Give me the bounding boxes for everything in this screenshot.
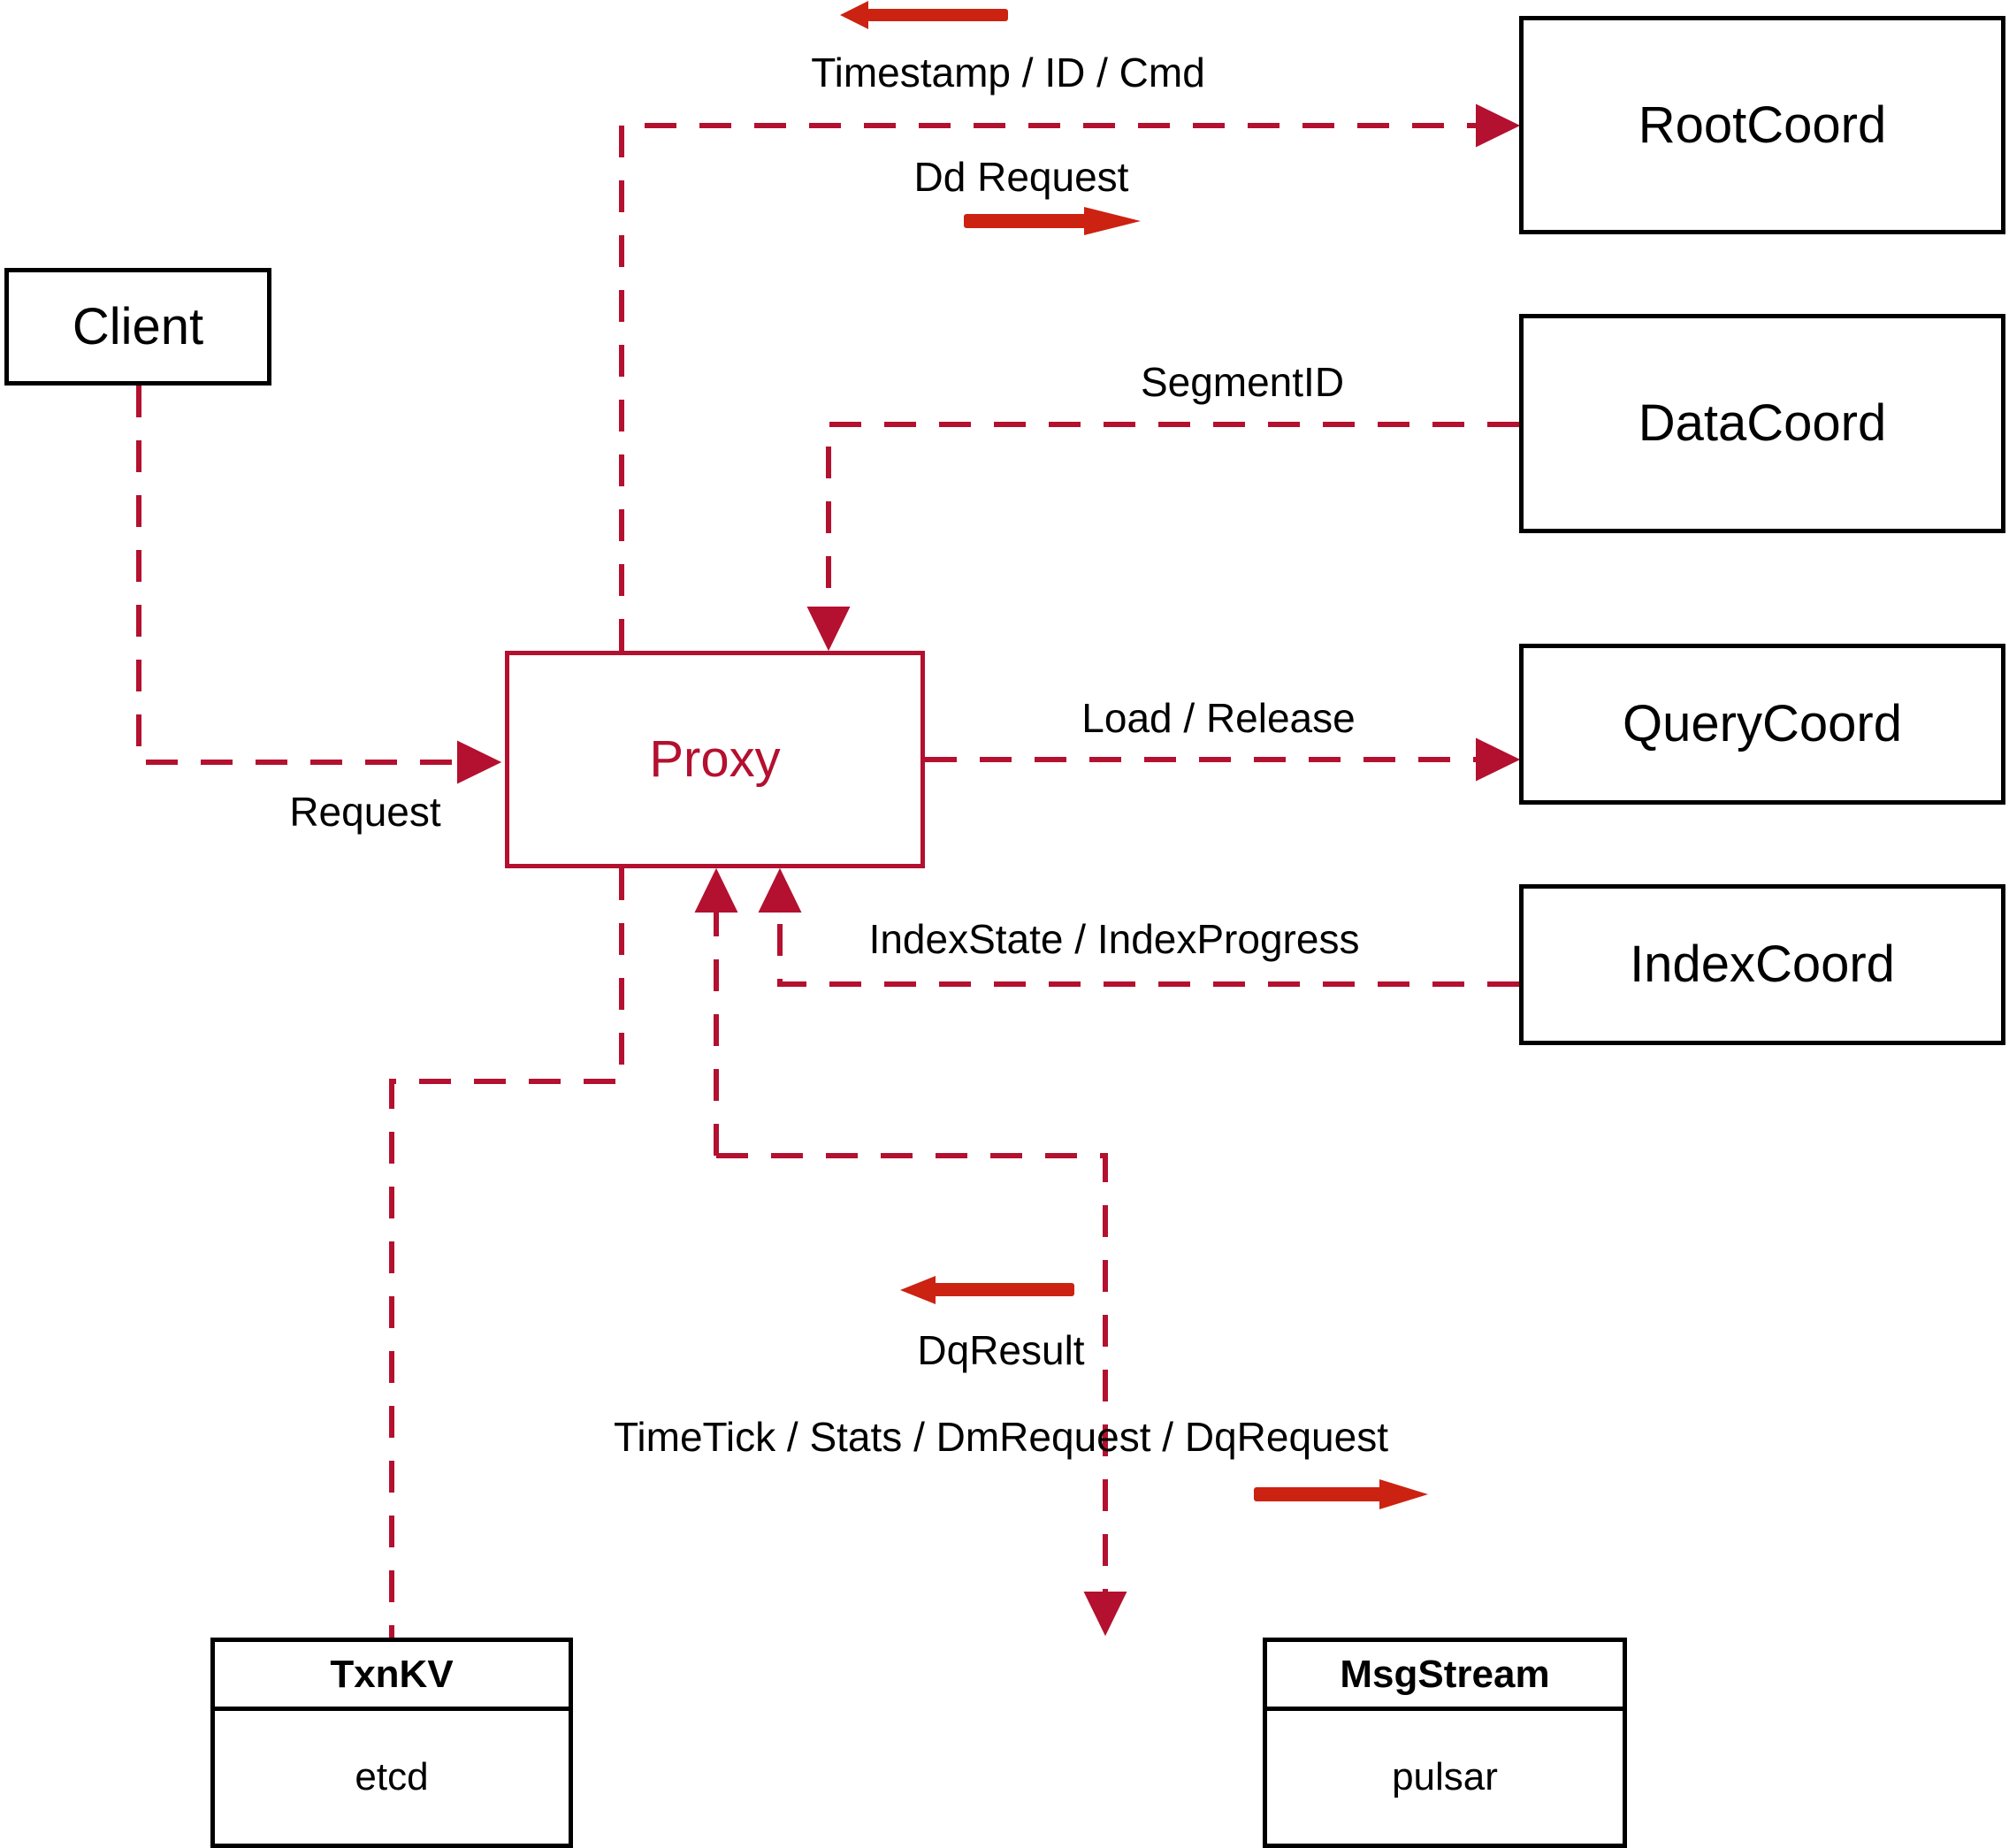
store-txnkv[interactable]: TxnKV etcd [210,1638,573,1848]
edge-timetick [716,1153,1127,1637]
edge-label-segment-id: SegmentID [1140,359,1345,405]
node-index-coord[interactable]: IndexCoord [1519,884,2005,1045]
node-index-coord-label: IndexCoord [1630,935,1895,993]
edge-label-dd-request: Dd Request [913,154,1129,200]
bold-arrow-right-timetick [1254,1479,1428,1509]
store-txnkv-header: TxnKV [215,1642,569,1711]
edge-label-timestamp: Timestamp / ID / Cmd [811,50,1205,95]
edge-label-load-release: Load / Release [1081,695,1356,741]
bold-arrow-right-ddrequest [964,207,1141,235]
bold-arrow-left-dqresult [900,1276,1074,1304]
emphasis-arrows [840,1,1428,1509]
node-data-coord[interactable]: DataCoord [1519,314,2005,533]
store-msgstream-header: MsgStream [1267,1642,1623,1711]
node-client[interactable]: Client [4,268,271,386]
edge-dd-request [619,103,1521,651]
edge-proxy-txnkv [389,868,624,1638]
store-txnkv-title: TxnKV [330,1652,454,1696]
edge-request [136,386,502,784]
node-proxy[interactable]: Proxy [505,651,925,868]
edge-label-request: Request [289,789,441,835]
edge-label-index-state: IndexState / IndexProgress [868,916,1360,962]
store-msgstream[interactable]: MsgStream pulsar [1263,1638,1627,1848]
node-root-coord-label: RootCoord [1638,95,1887,154]
node-query-coord-label: QueryCoord [1623,695,1902,752]
bold-arrow-left-timestamp [840,1,1008,29]
edge-index-state [758,867,1519,987]
store-txnkv-impl: etcd [355,1755,429,1798]
edge-label-timetick: TimeTick / Stats / DmRequest / DqRequest [614,1414,1388,1460]
node-data-coord-label: DataCoord [1638,394,1887,452]
edge-segment-id [806,422,1519,652]
store-txnkv-body: etcd [215,1711,569,1844]
node-root-coord[interactable]: RootCoord [1519,16,2005,234]
edge-label-dq-result: DqResult [917,1327,1085,1373]
node-client-label: Client [72,297,204,355]
store-msgstream-body: pulsar [1267,1711,1623,1844]
node-proxy-label: Proxy [649,730,781,788]
store-msgstream-title: MsgStream [1340,1652,1550,1696]
node-query-coord[interactable]: QueryCoord [1519,644,2005,805]
store-msgstream-impl: pulsar [1392,1755,1498,1798]
